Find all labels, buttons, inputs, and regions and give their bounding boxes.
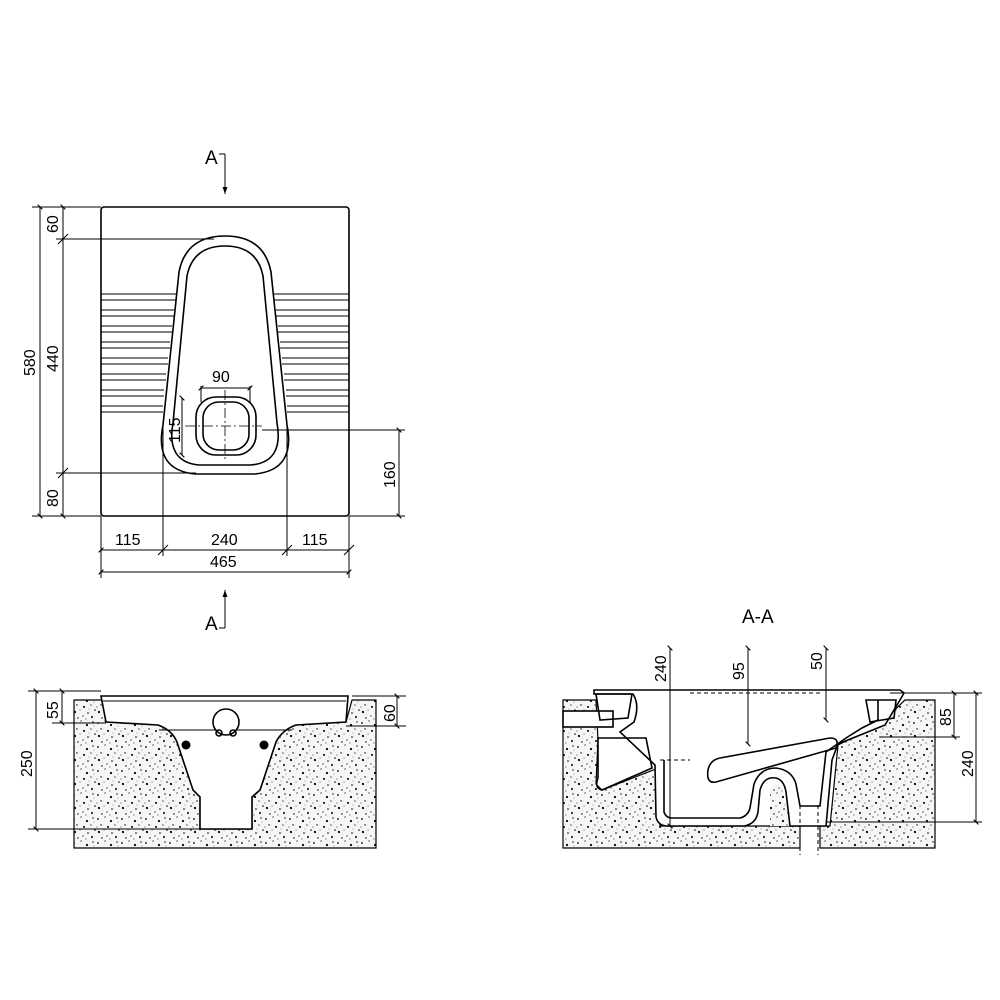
dim-right-margin: 115 bbox=[302, 532, 328, 549]
inlet-bolt-2 bbox=[229, 729, 237, 737]
outlet-dims: 90 115 bbox=[167, 369, 253, 458]
outlet-hole bbox=[185, 390, 262, 462]
section-title: A-A bbox=[742, 607, 774, 628]
front-pan-body bbox=[100, 695, 349, 830]
dim-outlet-width: 90 bbox=[212, 369, 230, 386]
section-concrete-mid bbox=[770, 783, 790, 826]
plan-bottom-dims: 115 240 115 465 bbox=[98, 425, 355, 578]
dim-total-depth: 250 bbox=[19, 750, 36, 777]
dim-bottom-offset: 80 bbox=[45, 489, 62, 507]
dim-pan-length: 440 bbox=[45, 345, 62, 372]
section-mark-top: A bbox=[205, 148, 228, 194]
plan-left-dims: 60 440 80 580 bbox=[22, 204, 214, 519]
section-inlet-chamber bbox=[595, 693, 633, 721]
dim-top-offset: 60 bbox=[45, 215, 62, 233]
dim-overall-width: 465 bbox=[210, 554, 237, 571]
dim-outlet-offset: 160 bbox=[382, 461, 399, 488]
plan-right-dims: 160 bbox=[262, 427, 405, 519]
dim-ticks-row1 bbox=[157, 544, 355, 556]
dim-section-240-right: 240 bbox=[960, 750, 977, 777]
dim-center-width: 240 bbox=[211, 532, 238, 549]
dim-overall-depth: 580 bbox=[22, 349, 39, 376]
front-view: 55 250 60 bbox=[19, 688, 406, 849]
dim-section-50: 50 bbox=[809, 652, 826, 670]
dim-section-240-top: 240 bbox=[653, 655, 670, 682]
foot-grooves-right bbox=[274, 293, 349, 413]
dim-rim-height-right: 60 bbox=[382, 704, 399, 722]
section-view: A-A 240 95 50 85 240 bbox=[562, 607, 982, 855]
pan-outline bbox=[100, 206, 350, 517]
dim-rim-height: 55 bbox=[45, 701, 62, 719]
section-mark-bottom-label: A bbox=[205, 614, 218, 635]
inlet-bolt-1 bbox=[215, 729, 223, 737]
dim-left-margin: 115 bbox=[115, 532, 141, 549]
fixing-point-right bbox=[259, 740, 269, 750]
section-mark-bottom: A bbox=[205, 590, 228, 635]
bowl-rim-inner bbox=[171, 245, 279, 466]
section-rear-rim bbox=[865, 699, 897, 723]
plan-view: A bbox=[22, 148, 405, 635]
dim-section-85: 85 bbox=[938, 708, 955, 726]
dim-section-95: 95 bbox=[731, 662, 748, 680]
bowl-rim-outer bbox=[160, 235, 290, 475]
foot-grooves-left bbox=[101, 293, 176, 413]
section-flush-rim bbox=[706, 737, 838, 784]
front-water-inlet bbox=[212, 708, 240, 736]
fixing-point-left bbox=[181, 740, 191, 750]
dim-outlet-height: 115 bbox=[167, 417, 184, 443]
section-flush-duct bbox=[595, 737, 653, 791]
dim-ticks-440 bbox=[57, 233, 69, 479]
section-mark-top-label: A bbox=[205, 148, 218, 169]
